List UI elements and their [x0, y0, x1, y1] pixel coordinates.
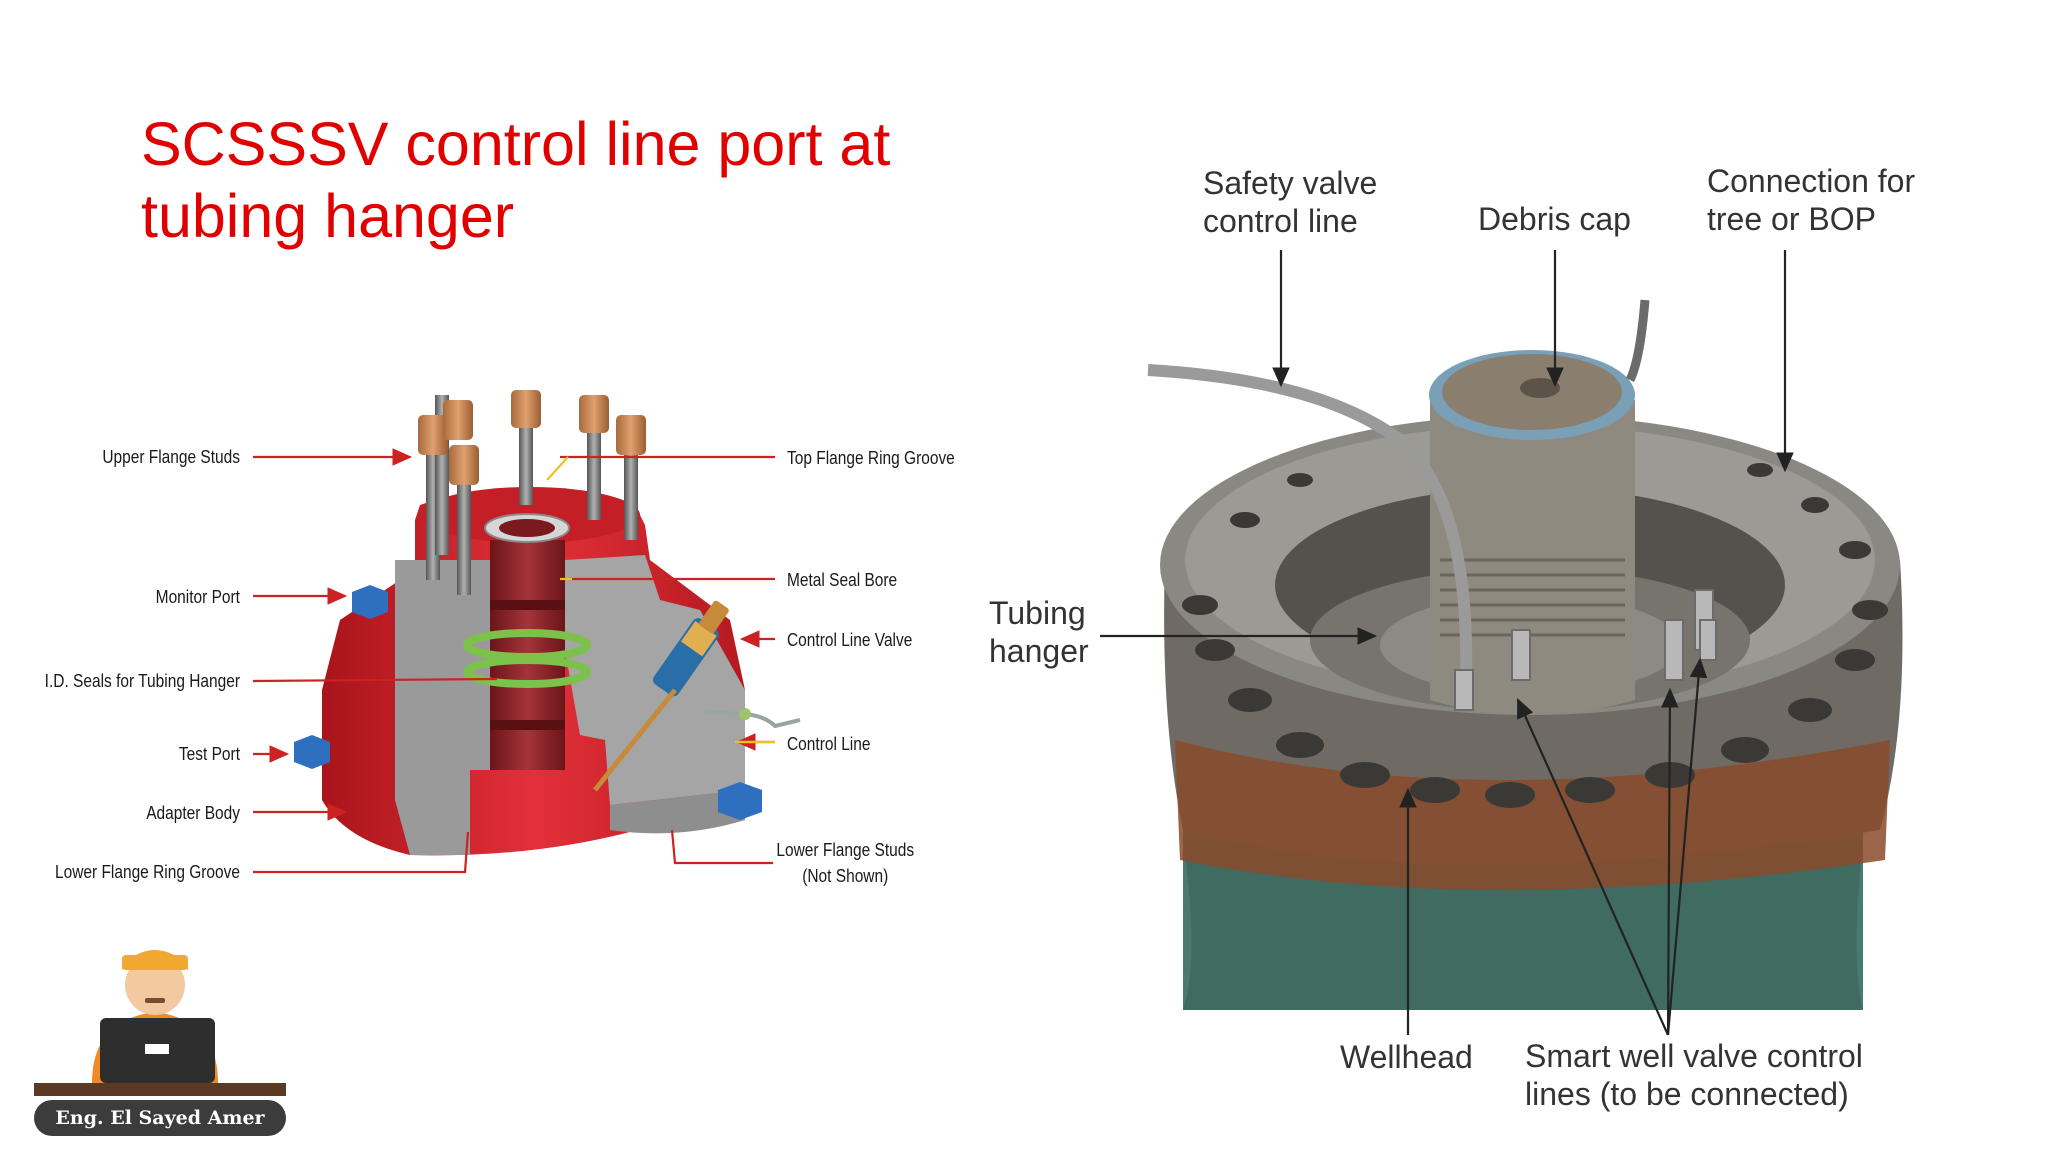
- label-smart-well-lines: Smart well valve control lines (to be co…: [1525, 1037, 1863, 1113]
- label-test-port: Test Port: [178, 744, 240, 764]
- label-tubing-hanger: Tubing hanger: [989, 594, 1089, 670]
- title-line-2: tubing hanger: [141, 182, 515, 250]
- label-top-flange-ring-groove: Top Flange Ring Groove: [787, 448, 955, 468]
- title-line-1: SCSSSV control line port at: [141, 110, 891, 178]
- label-metal-seal-bore: Metal Seal Bore: [787, 570, 898, 590]
- label-id-seals: I.D. Seals for Tubing Hanger: [44, 671, 240, 691]
- label-upper-flange-studs: Upper Flange Studs: [102, 447, 241, 467]
- debris-cap-text: Debris cap: [1478, 201, 1631, 237]
- smart-well-line1: Smart well valve control: [1525, 1038, 1863, 1074]
- wellhead-photo: [1147, 299, 1903, 1010]
- label-monitor-port: Monitor Port: [155, 587, 240, 607]
- author-avatar: [34, 950, 286, 1096]
- lower-flange-port-fitting: [718, 782, 762, 820]
- wellhead-text: Wellhead: [1340, 1039, 1473, 1075]
- label-connection-tree-bop: Connection for tree or BOP: [1707, 162, 1915, 238]
- adapter-body-shape: [294, 487, 801, 856]
- label-lower-flange-ring-groove: Lower Flange Ring Groove: [54, 862, 241, 882]
- monitor-port-fitting: [352, 585, 388, 619]
- smart-well-line2: lines (to be connected): [1525, 1076, 1849, 1112]
- photo-pointer-lines: [1100, 250, 1794, 1036]
- connection-line1: Connection for: [1707, 163, 1916, 199]
- author-badge: Eng. El Sayed Amer: [34, 1100, 286, 1136]
- diagram-yellow-leaders: [546, 456, 775, 744]
- diagram-pointer-lines: [252, 448, 775, 874]
- safety-valve-line2: control line: [1203, 203, 1358, 239]
- label-safety-valve-control-line: Safety valve control line: [1203, 164, 1377, 240]
- label-debris-cap: Debris cap: [1478, 200, 1631, 238]
- label-control-line: Control Line: [787, 734, 871, 754]
- label-lower-flange-studs-line1: Lower Flange Studs: [776, 840, 915, 860]
- test-port-fitting: [294, 735, 330, 769]
- label-adapter-body: Adapter Body: [146, 803, 240, 823]
- label-lower-flange-studs: Lower Flange Studs (Not Shown): [770, 839, 921, 887]
- safety-valve-line1: Safety valve: [1203, 165, 1378, 201]
- connection-line2: tree or BOP: [1707, 201, 1876, 237]
- slide-title: SCSSSV control line port at tubing hange…: [141, 108, 961, 252]
- label-lower-flange-studs-line2: (Not Shown): [802, 866, 889, 886]
- label-control-line-valve: Control Line Valve: [787, 630, 913, 650]
- tubing-hanger-line2: hanger: [989, 633, 1089, 669]
- tubing-hanger-line1: Tubing: [989, 595, 1086, 631]
- label-wellhead: Wellhead: [1340, 1038, 1473, 1076]
